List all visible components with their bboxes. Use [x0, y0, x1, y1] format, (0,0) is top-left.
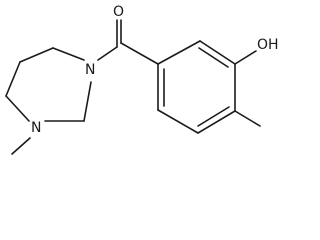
diazepane-bond-4: [5, 95, 30, 122]
chemical-structure-canvas: O OH N N: [5, 4, 279, 155]
molecule-drawing: O OH N N: [5, 4, 279, 155]
ring-nitrogen-label: N: [31, 120, 41, 136]
ring-double-bond-2: [197, 106, 230, 127]
ring-bond-1: [157, 40, 201, 65]
diazepane-bond-6: [83, 81, 92, 122]
diazepane-bond-3: [5, 61, 21, 97]
aryl-methyl-bond: [234, 110, 261, 127]
nitrogen-methyl-bond: [11, 137, 31, 155]
hydroxyl-bond: [234, 50, 257, 65]
ring-bond-2: [199, 40, 236, 65]
ring-double-bond-1: [198, 47, 229, 68]
hydroxyl-label: OH: [257, 37, 279, 53]
amide-bond: [97, 46, 118, 61]
carbonyl-oxygen-label: O: [113, 4, 124, 20]
ring-bond-5: [157, 109, 199, 134]
diazepane-bond-1: [52, 47, 85, 61]
amide-nitrogen-label: N: [85, 62, 95, 78]
diazepane-bond-2: [19, 47, 54, 63]
carbonyl-aryl-bond: [120, 42, 159, 65]
ring-bond-4: [197, 110, 236, 134]
